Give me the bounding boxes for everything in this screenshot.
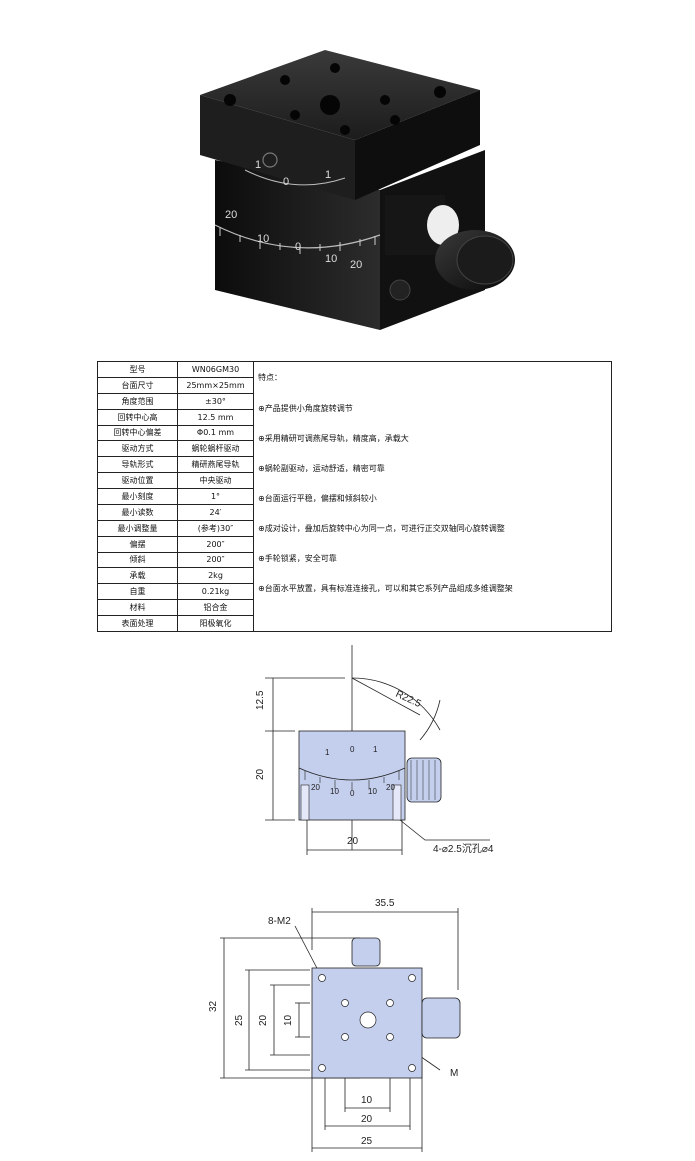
front-scale-bottom-4: 20 (386, 783, 395, 792)
top-dim-25-height: 25 (234, 1014, 245, 1026)
spec-row: 材料铝合金 (97, 599, 612, 616)
spec-label: 最小读数 (97, 503, 178, 521)
top-dim-10-height: 10 (283, 1014, 294, 1026)
spec-value: 200″ (177, 535, 254, 553)
spec-label: 偏摆 (97, 535, 178, 553)
photo-scale-top-1: 0 (283, 176, 289, 188)
top-dim-25-width: 25 (361, 1136, 373, 1147)
spec-value: 0.21kg (177, 583, 254, 601)
spec-label: 自重 (97, 583, 178, 601)
front-scale-bottom-1: 10 (330, 787, 339, 796)
photo-scale-bottom-0: 20 (225, 209, 237, 221)
spec-label: 最小调整量 (97, 519, 178, 537)
logo-mark (262, 152, 278, 168)
front-dim-radius: R22.5 (394, 689, 423, 710)
photo-scale-bottom-3: 10 (325, 253, 337, 265)
top-view-drawing: 35.5 8-M2 32 25 20 10 M 10 20 25 (208, 898, 461, 1152)
spec-value: 铝合金 (177, 599, 254, 616)
lock-screw (389, 279, 411, 301)
spec-value: 2kg (177, 567, 254, 585)
top-dim-20-height: 20 (258, 1014, 269, 1026)
photo-scale-bottom-4: 20 (350, 259, 362, 271)
spec-label: 角度范围 (97, 392, 178, 410)
spec-row: 角度范围±30° (97, 392, 612, 410)
feature-item: ⊕台面水平放置，具有标准连接孔，可以和其它系列产品组成多维调整架 (258, 584, 513, 593)
spec-label: 材料 (97, 599, 178, 616)
photo-scale-top-0: 1 (255, 159, 261, 171)
spec-label: 驱动位置 (97, 472, 178, 489)
front-dim-12-5: 12.5 (255, 690, 266, 710)
front-scale-bottom-2: 0 (350, 789, 355, 798)
front-scale-top-2: 1 (373, 745, 378, 754)
top-dim-10-width: 10 (361, 1095, 373, 1106)
spec-row: 表面处理阳极氧化 (97, 615, 612, 632)
spec-label: 最小刻度 (97, 488, 178, 505)
spec-row: 导轨形式精研燕尾导轨 (97, 456, 612, 474)
adjustment-knob (435, 230, 515, 290)
features-cell: 特点： ⊕产品提供小角度旋转调节 ⊕采用精研可调燕尾导轨，精度高，承载大 ⊕蜗轮副驱动… (253, 361, 612, 632)
front-view-drawing: 12.5 20 R22.5 20 4-⌀2.5沉孔⌀4 1 0 1 20 10 … (255, 645, 494, 855)
spec-value: 中央驱动 (177, 472, 254, 489)
spec-value: 24′ (177, 503, 254, 521)
spec-value: ±30° (177, 392, 254, 410)
top-view-side-knob (421, 997, 461, 1039)
photo-scale-bottom-2: 0 (295, 241, 301, 253)
feature-item: ⊕产品提供小角度旋转调节 (258, 404, 353, 413)
spec-value: Φ0.1 mm (177, 424, 254, 442)
features-title: 特点： (258, 373, 282, 382)
feature-item: ⊕成对设计，叠加后旋转中心为同一点，可进行正交双轴同心旋转调整 (258, 524, 505, 533)
spec-row: 驱动方式蜗轮蜗杆驱动 (97, 440, 612, 458)
top-dim-32: 32 (208, 1000, 219, 1012)
product-photo: 20 10 0 10 20 1 0 1 (200, 50, 515, 330)
spec-value: (参考)30″ (177, 519, 254, 537)
spec-label: 表面处理 (97, 615, 178, 632)
spec-label: 承载 (97, 567, 178, 585)
spec-label: 回转中心高 (97, 408, 178, 426)
top-view-top-knob (351, 937, 381, 967)
front-dim-20-height: 20 (255, 768, 266, 780)
photo-scale-bottom-1: 10 (257, 233, 269, 245)
spec-value: WN06GM30 (177, 361, 254, 378)
spec-label: 型号 (97, 361, 178, 378)
feature-item: ⊕采用精研可调燕尾导轨，精度高，承载大 (258, 434, 409, 443)
spec-value: 200″ (177, 551, 254, 569)
top-dim-m: M (450, 1068, 458, 1079)
front-view-knob (406, 757, 442, 803)
top-dim-8-m2: 8-M2 (268, 916, 291, 927)
spec-label: 回转中心偏差 (97, 424, 178, 442)
spec-value: 阳极氧化 (177, 615, 254, 632)
front-scale-top-0: 1 (325, 748, 330, 757)
spec-value: 1° (177, 488, 254, 505)
feature-item: ⊕手轮锁紧，安全可靠 (258, 554, 337, 563)
photo-scale-top-2: 1 (325, 169, 331, 181)
front-dim-holes: 4-⌀2.5沉孔⌀4 (433, 842, 494, 855)
spec-value: 25mm×25mm (177, 376, 254, 394)
spec-label: 导轨形式 (97, 456, 178, 474)
spec-value: 12.5 mm (177, 408, 254, 426)
front-scale-bottom-3: 10 (368, 787, 377, 796)
front-scale-top-1: 0 (350, 745, 355, 754)
spec-label: 倾斜 (97, 551, 178, 569)
feature-item: ⊕台面运行平稳，偏摆和倾斜较小 (258, 494, 377, 503)
front-dim-20-width: 20 (347, 836, 359, 847)
top-dim-20-width: 20 (361, 1114, 373, 1125)
spec-value: 蜗轮蜗杆驱动 (177, 440, 254, 458)
top-dim-35-5: 35.5 (375, 898, 395, 909)
spec-value: 精研燕尾导轨 (177, 456, 254, 474)
feature-item: ⊕蜗轮副驱动，运动舒适，精密可靠 (258, 464, 385, 473)
spec-label: 驱动方式 (97, 440, 178, 458)
spec-label: 台面尺寸 (97, 376, 178, 394)
front-scale-bottom-0: 20 (311, 783, 320, 792)
